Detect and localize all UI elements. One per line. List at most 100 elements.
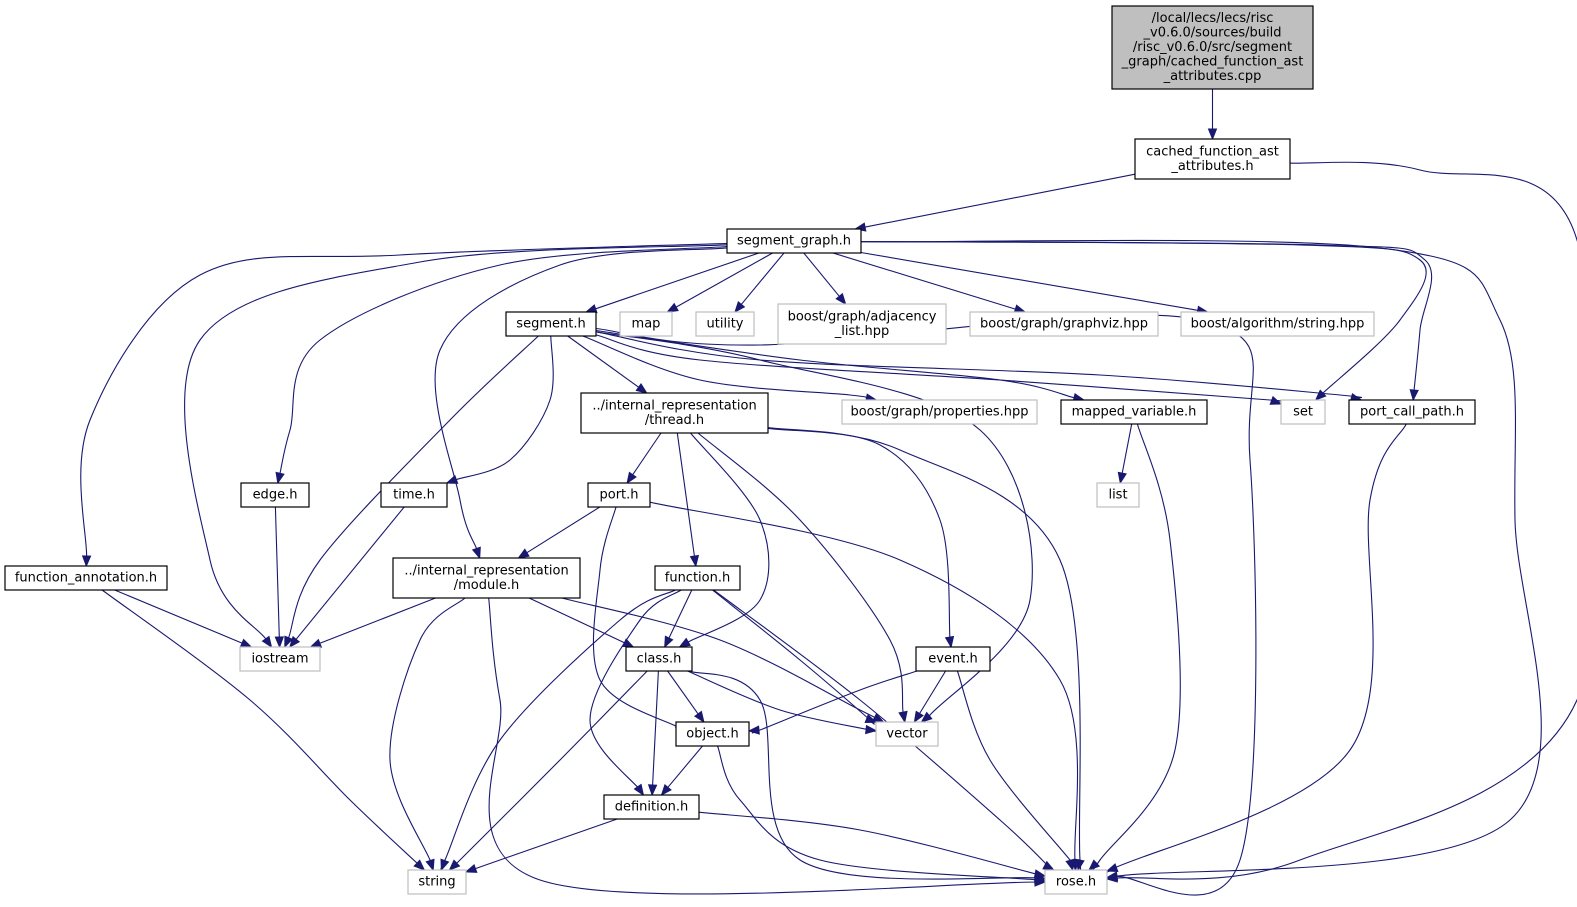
edge-line — [295, 506, 405, 640]
node-box — [392, 557, 581, 599]
node-root[interactable]: /local/lecs/lecs/risc_v0.6.0/sources/bui… — [1111, 5, 1314, 90]
node-edge[interactable]: edge.h — [240, 482, 310, 508]
node-class[interactable]: class.h — [625, 646, 693, 672]
edge-line — [751, 670, 918, 734]
edge-line — [832, 252, 1016, 310]
node-port[interactable]: port.h — [587, 482, 651, 508]
node-box — [841, 399, 1038, 425]
node-box — [654, 565, 741, 591]
node-box — [239, 646, 321, 672]
edge-arrowhead — [284, 635, 294, 649]
edge-arrowhead — [864, 714, 878, 724]
node-label-line: iostream — [251, 652, 308, 667]
node-label-line: utility — [707, 317, 744, 332]
node-mapped[interactable]: mapped_variable.h — [1060, 399, 1208, 425]
node-seg[interactable]: segment.h — [505, 311, 597, 337]
edge-line — [595, 329, 1075, 399]
edge-sg-to-pcp — [860, 240, 1433, 402]
node-box — [603, 794, 700, 820]
node-label-line: _v0.6.0/sources/build — [1143, 26, 1282, 41]
edge-arrowhead — [413, 859, 426, 871]
node-rose: rose.h — [1044, 869, 1108, 895]
edge-arrowhead — [647, 784, 658, 797]
edge-line — [767, 427, 952, 649]
edge-line — [716, 745, 1056, 882]
node-label-line: port_call_path.h — [1360, 405, 1464, 420]
edge-root-to-cfa — [1207, 89, 1218, 141]
edge-line — [688, 670, 1057, 880]
edge-func-to-def — [589, 589, 682, 797]
edge-line — [288, 335, 539, 638]
edge-thread-to-class — [678, 432, 770, 648]
edge-arrowhead — [1409, 389, 1419, 402]
node-object[interactable]: object.h — [675, 721, 750, 747]
edge-arrowhead — [835, 292, 847, 306]
edge-line — [652, 670, 659, 786]
edge-event-to-object — [747, 670, 918, 735]
edge-module-to-iostream — [309, 597, 436, 648]
node-utility: utility — [695, 311, 755, 337]
edge-arrowhead — [288, 635, 301, 649]
node-box — [580, 392, 769, 434]
edge-event-to-rose — [956, 670, 1077, 872]
edge-line — [595, 252, 760, 310]
edge-line — [676, 432, 695, 557]
node-fann[interactable]: function_annotation.h — [4, 565, 168, 591]
node-sg[interactable]: segment_graph.h — [726, 228, 862, 254]
node-label-line: string — [418, 875, 455, 890]
node-label-line: /risc_v0.6.0/src/segment — [1133, 40, 1292, 55]
edge-class-to-string — [448, 670, 648, 871]
node-label-line: boost/graph/properties.hpp — [850, 405, 1028, 420]
node-box — [915, 646, 991, 672]
edge-arrowhead — [275, 471, 285, 485]
edge-arrowhead — [689, 554, 700, 568]
edge-arrowhead — [660, 783, 672, 797]
node-box — [1134, 138, 1291, 180]
edge-func-to-class — [664, 589, 693, 649]
edge-arrowhead — [944, 635, 955, 649]
node-pcp[interactable]: port_call_path.h — [1348, 399, 1476, 425]
node-module[interactable]: ../internal_representation/module.h — [392, 557, 581, 599]
node-def[interactable]: definition.h — [603, 794, 700, 820]
edge-arrowhead — [425, 858, 435, 872]
node-list: list — [1096, 482, 1140, 508]
edge-line — [451, 670, 648, 869]
edge-module-to-rose — [488, 597, 1076, 895]
edge-arrowhead — [913, 710, 924, 724]
node-box — [407, 869, 467, 895]
edge-line — [595, 331, 1362, 399]
node-box — [619, 311, 673, 337]
node-label-line: definition.h — [615, 800, 689, 815]
edge-line — [582, 335, 869, 399]
edge-sg-to-fann — [80, 242, 728, 568]
node-thread[interactable]: ../internal_representation/thread.h — [580, 392, 769, 434]
edge-sg-to-module — [434, 247, 728, 560]
edge-arrowhead — [81, 555, 92, 568]
edge-fann-to-iostream — [114, 589, 253, 648]
edge-arrowhead — [445, 474, 459, 484]
node-label-line: _list.hpp — [834, 324, 889, 339]
edge-line — [101, 589, 418, 864]
node-label-line: _graph/cached_function_ast — [1121, 55, 1304, 70]
node-cfa[interactable]: cached_function_ast_attributes.h — [1134, 138, 1291, 180]
node-set: set — [1280, 399, 1326, 425]
edge-line — [697, 432, 904, 713]
node-box — [625, 646, 693, 672]
edge-arrowhead — [309, 638, 323, 648]
edge-thread-to-port — [626, 432, 662, 485]
node-string: string — [407, 869, 467, 895]
node-time[interactable]: time.h — [380, 482, 448, 508]
edge-arrowhead — [517, 548, 530, 559]
edge-arrowhead — [635, 383, 648, 394]
node-label-line: _attributes.cpp — [1163, 69, 1262, 84]
edge-line — [740, 252, 785, 305]
edge-seg-to-set — [595, 334, 1291, 405]
edge-arrowhead — [1105, 871, 1118, 882]
edge-thread-to-vector — [697, 432, 908, 724]
node-label-line: vector — [886, 727, 928, 742]
edge-cfa-to-sg — [853, 173, 1136, 232]
node-event[interactable]: event.h — [915, 646, 991, 672]
node-label-line: event.h — [928, 652, 977, 667]
node-func[interactable]: function.h — [654, 565, 741, 591]
edge-line — [434, 247, 728, 549]
